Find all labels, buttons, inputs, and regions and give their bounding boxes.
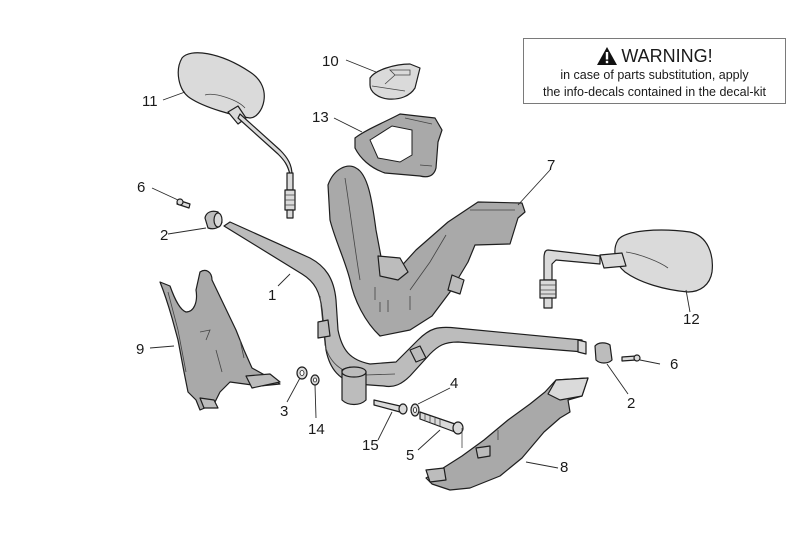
- warning-line-2: the info-decals contained in the decal-k…: [542, 85, 767, 99]
- part-6-left-screw[interactable]: [176, 198, 191, 209]
- callout-14: 14: [308, 421, 325, 438]
- part-6-right-screw[interactable]: [621, 354, 641, 362]
- part-8-right-lower-cover[interactable]: [425, 377, 589, 491]
- callout-2-left: 2: [160, 227, 168, 244]
- callout-4: 4: [450, 375, 458, 392]
- callout-11: 11: [142, 93, 158, 110]
- part-10-cap[interactable]: [369, 63, 421, 100]
- callout-3: 3: [280, 403, 288, 420]
- warning-triangle-icon: [597, 47, 618, 65]
- warning-line-1: in case of parts substitution, apply: [560, 68, 749, 82]
- callout-2-right: 2: [627, 395, 635, 412]
- part-2-right-bar-end[interactable]: [594, 342, 613, 364]
- part-13-frame[interactable]: [354, 113, 443, 178]
- part-2-left-bar-end[interactable]: [204, 210, 223, 230]
- warning-box: WARNING! in case of parts substitution, …: [523, 38, 786, 104]
- warning-title: WARNING!: [621, 45, 713, 66]
- part-14-washer[interactable]: [310, 374, 320, 386]
- part-9-left-lower-cover[interactable]: [159, 269, 281, 411]
- callout-1: 1: [268, 287, 276, 304]
- part-1-handlebar[interactable]: [223, 221, 587, 406]
- part-5-screw[interactable]: [419, 411, 464, 435]
- leader-lines: [149, 59, 691, 469]
- callout-13: 13: [312, 109, 329, 126]
- callout-7: 7: [547, 157, 555, 174]
- callout-12: 12: [683, 311, 700, 328]
- warning-title-row: WARNING!: [524, 45, 785, 67]
- callout-6-left: 6: [137, 179, 145, 196]
- part-11-left-mirror[interactable]: [177, 52, 296, 219]
- callout-15: 15: [362, 437, 379, 454]
- part-3-washer[interactable]: [296, 366, 308, 380]
- callout-9: 9: [136, 341, 144, 358]
- callout-5: 5: [406, 447, 414, 464]
- callout-8: 8: [560, 459, 568, 476]
- callout-10: 10: [322, 53, 339, 70]
- part-7-handlebar-cover[interactable]: [327, 165, 526, 337]
- part-12-right-mirror[interactable]: [539, 229, 713, 309]
- part-4-washer[interactable]: [410, 403, 420, 417]
- part-15-screw[interactable]: [373, 399, 408, 415]
- callout-6-right: 6: [670, 356, 678, 373]
